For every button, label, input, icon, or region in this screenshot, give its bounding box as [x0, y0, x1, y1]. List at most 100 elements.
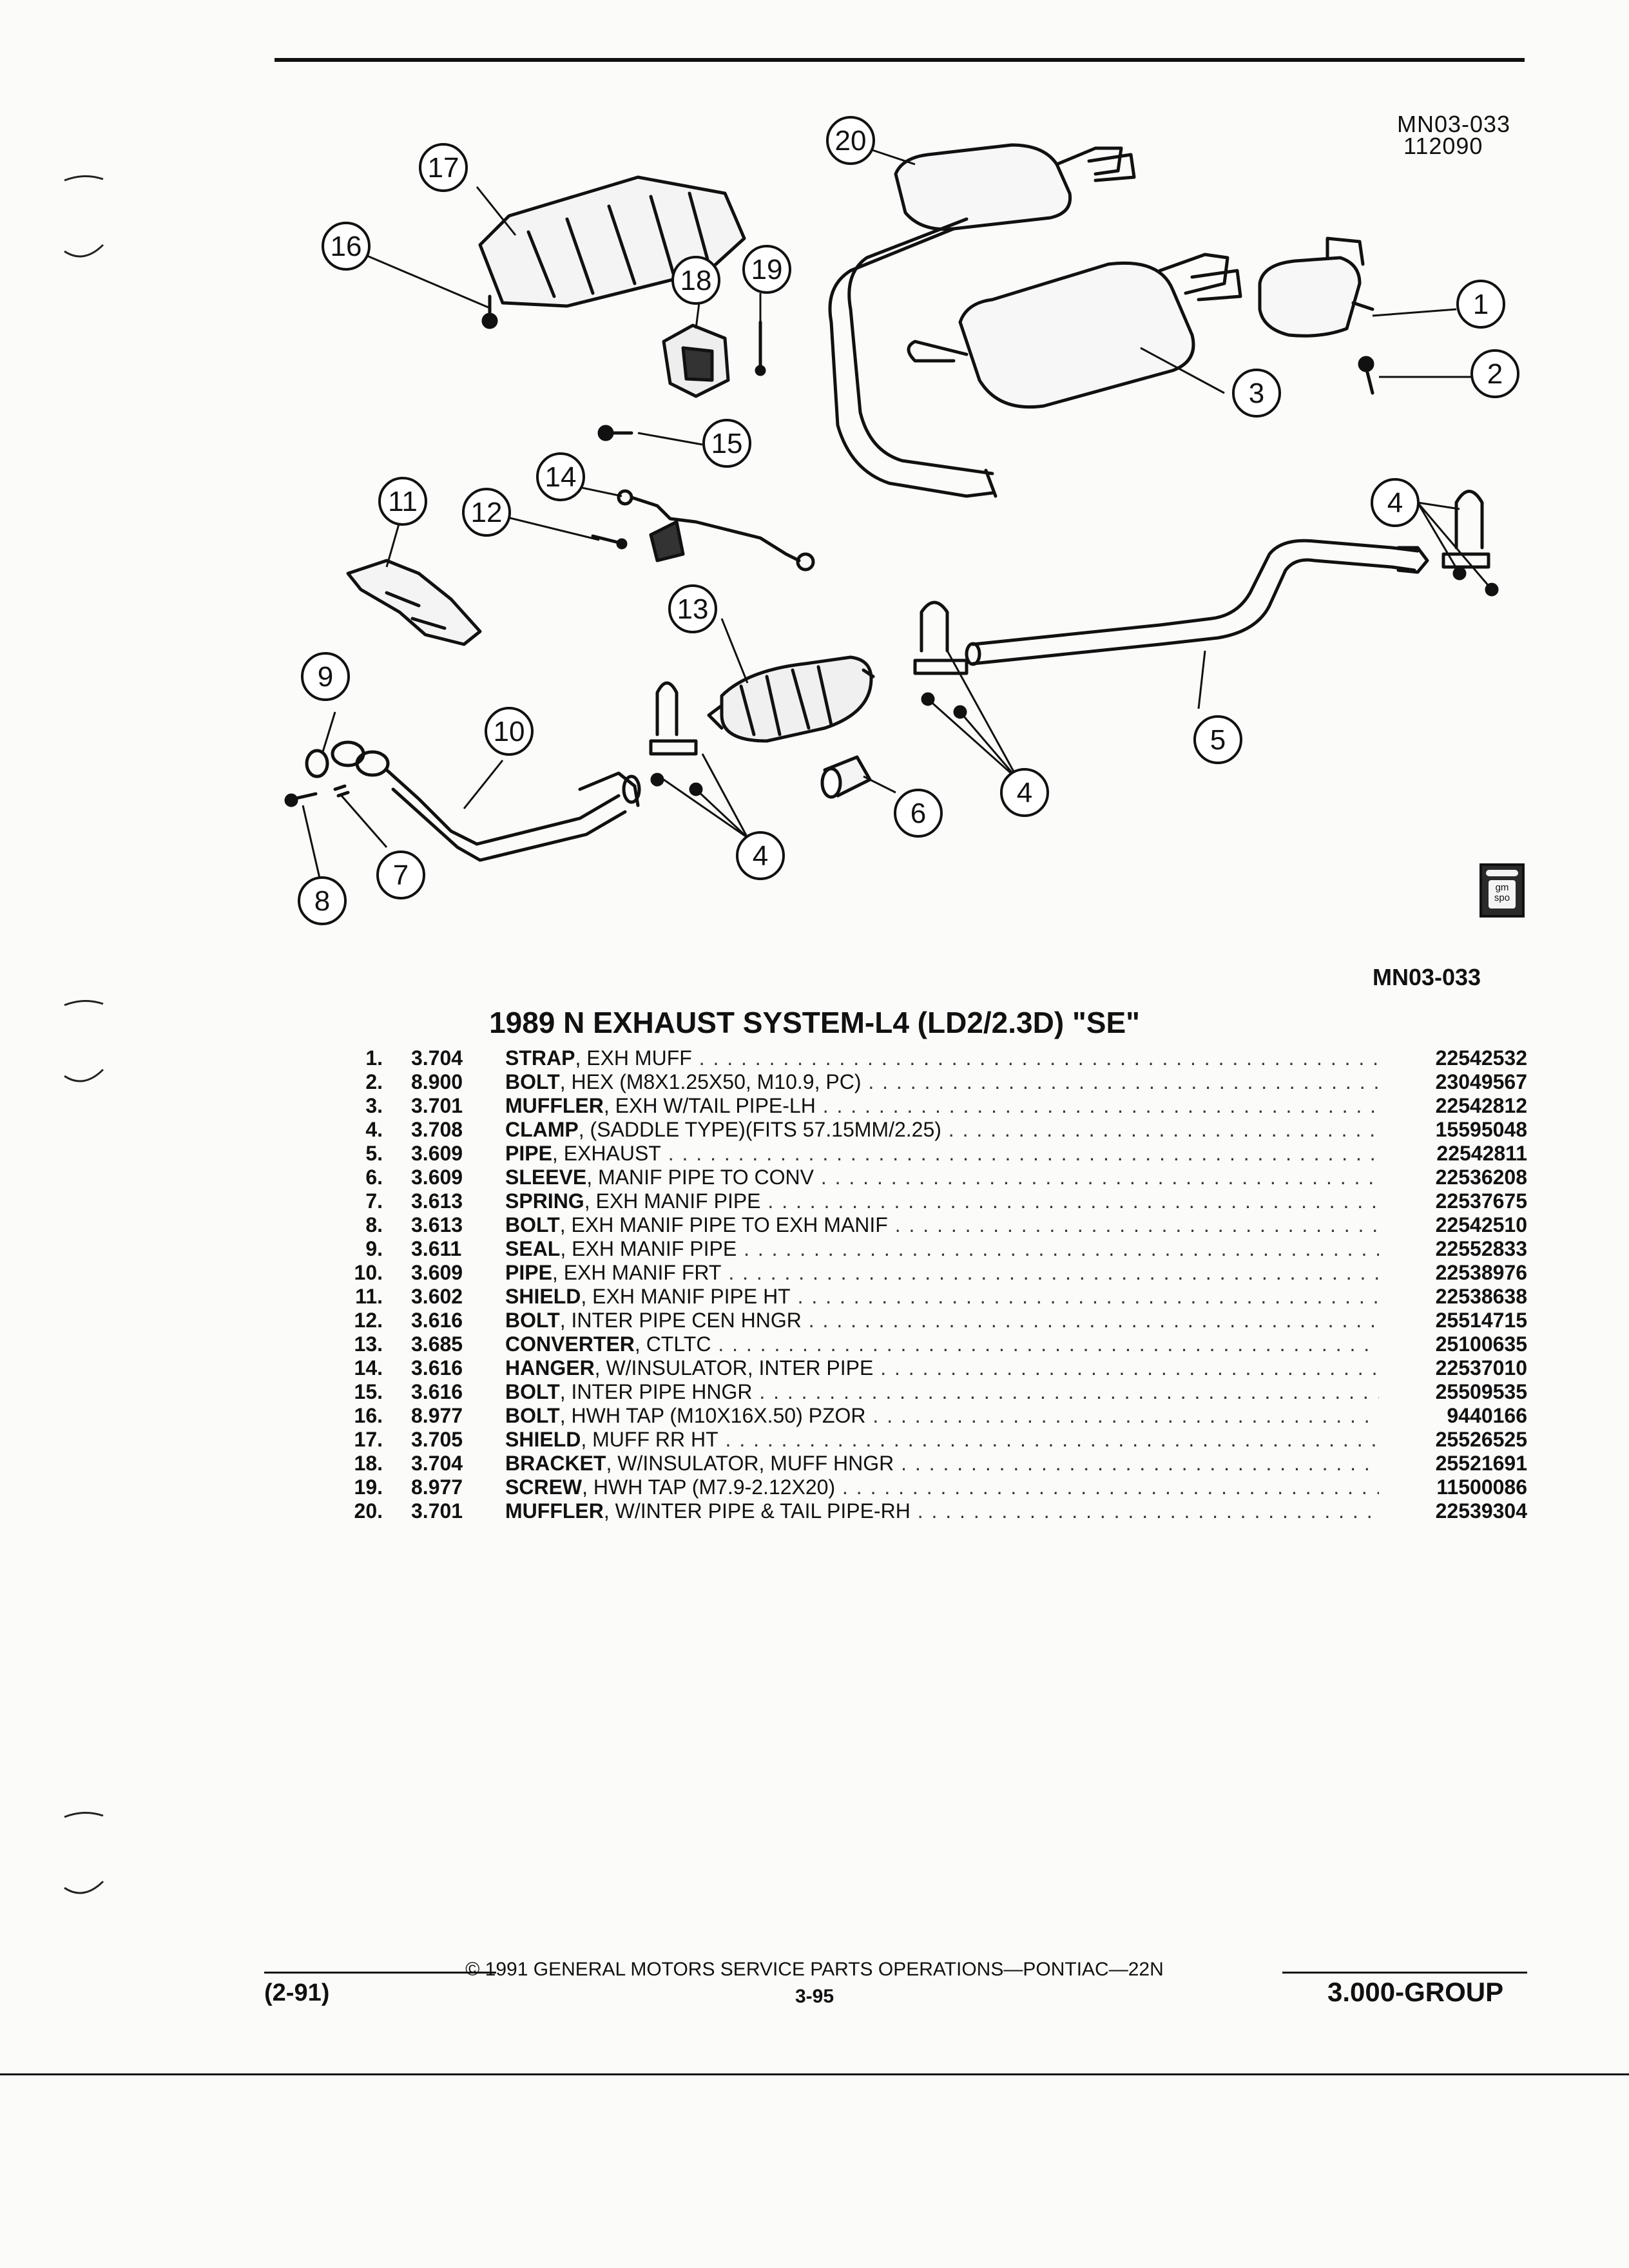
item-number: 7.: [365, 1189, 383, 1213]
group-number: 3.616: [411, 1309, 463, 1332]
muffler-strap: [1258, 236, 1374, 338]
part-number: 9440166: [1447, 1404, 1527, 1427]
clamp-exhaust-pipe: [913, 601, 969, 719]
part-name: PIPE: [505, 1142, 552, 1165]
item-number: 2.: [365, 1070, 383, 1093]
part-detail: , INTER PIPE CEN HNGR: [559, 1309, 802, 1332]
footer-rule-right: [1282, 1972, 1527, 1974]
callout-12: 12: [471, 497, 503, 528]
leader-dots: . . . . . . . . . . . . . . . . . . . . …: [872, 1404, 1379, 1427]
page-title: 1989 N EXHAUST SYSTEM-L4 (LD2/2.3D) "SE": [489, 1006, 1140, 1039]
part-detail: , EXH MANIF PIPE HT: [581, 1285, 791, 1308]
part-number: 22552833: [1435, 1237, 1527, 1260]
callout-2: 2: [1487, 358, 1503, 390]
leader-dots: . . . . . . . . . . . . . . . . . . . . …: [668, 1142, 1379, 1165]
table-row: 12. 3.616 BOLT, INTER PIPE CEN HNGR . . . …: [342, 1309, 1527, 1332]
part-number: 22538638: [1435, 1285, 1527, 1308]
figure-id-top: MN03-033 112090: [1397, 111, 1511, 158]
part-description: BOLT, INTER PIPE CEN HNGR . . . . . . . …: [505, 1309, 1379, 1332]
muffler-lh: [907, 253, 1242, 409]
callout-15: 15: [711, 428, 743, 459]
callout-11: 11: [388, 486, 418, 517]
item-number: 5.: [365, 1142, 383, 1165]
leader-dots: . . . . . . . . . . . . . . . . . . . . …: [901, 1452, 1379, 1475]
part-detail: , EXH MANIF PIPE TO EXH MANIF: [559, 1213, 888, 1236]
part-detail: , MUFF RR HT: [581, 1428, 718, 1451]
callout-17: 17: [428, 152, 459, 184]
item-number: 16.: [354, 1404, 383, 1427]
part-detail: , EXH MANIF PIPE: [560, 1237, 737, 1260]
item-number: 12.: [354, 1309, 383, 1332]
part-description: STRAP, EXH MUFF . . . . . . . . . . . . …: [505, 1046, 1379, 1070]
part-description: BOLT, INTER PIPE HNGR . . . . . . . . . …: [505, 1380, 1379, 1404]
callout-9: 9: [318, 661, 333, 693]
item-number: 6.: [365, 1166, 383, 1189]
part-name: STRAP: [505, 1046, 575, 1070]
leader-dots: . . . . . . . . . . . . . . . . . . . . …: [868, 1070, 1379, 1093]
leader-dots: . . . . . . . . . . . . . . . . . . . . …: [699, 1046, 1379, 1070]
callout-4: 4: [753, 840, 768, 872]
group-number: 3.708: [411, 1118, 463, 1141]
part-name: SEAL: [505, 1237, 561, 1260]
manifold-pipe-sleeve: [820, 755, 872, 799]
part-number: 25521691: [1435, 1452, 1527, 1475]
group-number: 3.609: [411, 1142, 463, 1165]
callout-4: 4: [1387, 487, 1403, 519]
group-number: 3.701: [411, 1499, 463, 1523]
leader-dots: . . . . . . . . . . . . . . . . . . . . …: [718, 1332, 1379, 1356]
part-detail: , HWH TAP (M10X16X.50) PZOR: [559, 1404, 866, 1427]
group-number: 3.704: [411, 1046, 463, 1070]
logo-text: gm spo: [1489, 880, 1516, 908]
part-description: HANGER, W/INSULATOR, INTER PIPE . . . . …: [505, 1356, 1379, 1380]
manifold-pipe-seal: [305, 749, 329, 778]
part-name: CLAMP: [505, 1118, 579, 1141]
item-number: 1.: [365, 1046, 383, 1070]
callout-1: 1: [1473, 289, 1489, 320]
group-number: 8.900: [411, 1070, 463, 1093]
page-number: 3-95: [795, 1986, 834, 2007]
part-number: 25526525: [1435, 1428, 1527, 1451]
callout-18: 18: [680, 265, 712, 296]
part-detail: , W/INTER PIPE & TAIL PIPE-RH: [603, 1499, 911, 1523]
catalytic-converter: [707, 655, 875, 743]
part-number: 22537010: [1435, 1356, 1527, 1379]
part-name: SPRING: [505, 1189, 584, 1213]
callout-7: 7: [393, 860, 409, 891]
group-number: 3.701: [411, 1094, 463, 1117]
item-number: 15.: [354, 1380, 383, 1403]
table-row: 2. 8.900 BOLT, HEX (M8X1.25X50, M10.9, PC)…: [342, 1070, 1527, 1094]
leader-dots: . . . . . . . . . . . . . . . . . . . . …: [728, 1261, 1379, 1284]
group-number: 3.685: [411, 1332, 463, 1356]
part-description: MUFFLER, W/INTER PIPE & TAIL PIPE-RH . .…: [505, 1499, 1379, 1523]
leader-dots: . . . . . . . . . . . . . . . . . . . . …: [917, 1499, 1379, 1523]
part-detail: , (SADDLE TYPE)(FITS 57.15MM/2.25): [578, 1118, 941, 1141]
part-name: HANGER: [505, 1356, 595, 1379]
figure-id-code: MN03-033: [1397, 111, 1511, 137]
footer-rule-left: [264, 1972, 496, 1974]
item-number: 3.: [365, 1094, 383, 1117]
callout-8: 8: [314, 885, 330, 917]
part-number: 25509535: [1435, 1380, 1527, 1403]
top-rule: [275, 58, 1525, 62]
callout-10: 10: [494, 716, 525, 747]
part-detail: , EXHAUST: [552, 1142, 661, 1165]
part-description: BOLT, HEX (M8X1.25X50, M10.9, PC) . . . …: [505, 1070, 1379, 1094]
callout-14: 14: [545, 461, 577, 493]
part-description: SPRING, EXH MANIF PIPE . . . . . . . . .…: [505, 1189, 1379, 1213]
callout-13: 13: [677, 593, 709, 625]
muffler-hanger-bracket: [662, 323, 730, 398]
part-description: SHIELD, MUFF RR HT . . . . . . . . . . .…: [505, 1428, 1379, 1452]
part-detail: , HEX (M8X1.25X50, M10.9, PC): [559, 1070, 862, 1093]
leader-dots: . . . . . . . . . . . . . . . . . . . . …: [797, 1285, 1379, 1308]
part-number: 11500086: [1436, 1475, 1527, 1499]
callout-6: 6: [911, 798, 926, 829]
group-label: 3.000-GROUP: [1327, 1977, 1504, 2007]
